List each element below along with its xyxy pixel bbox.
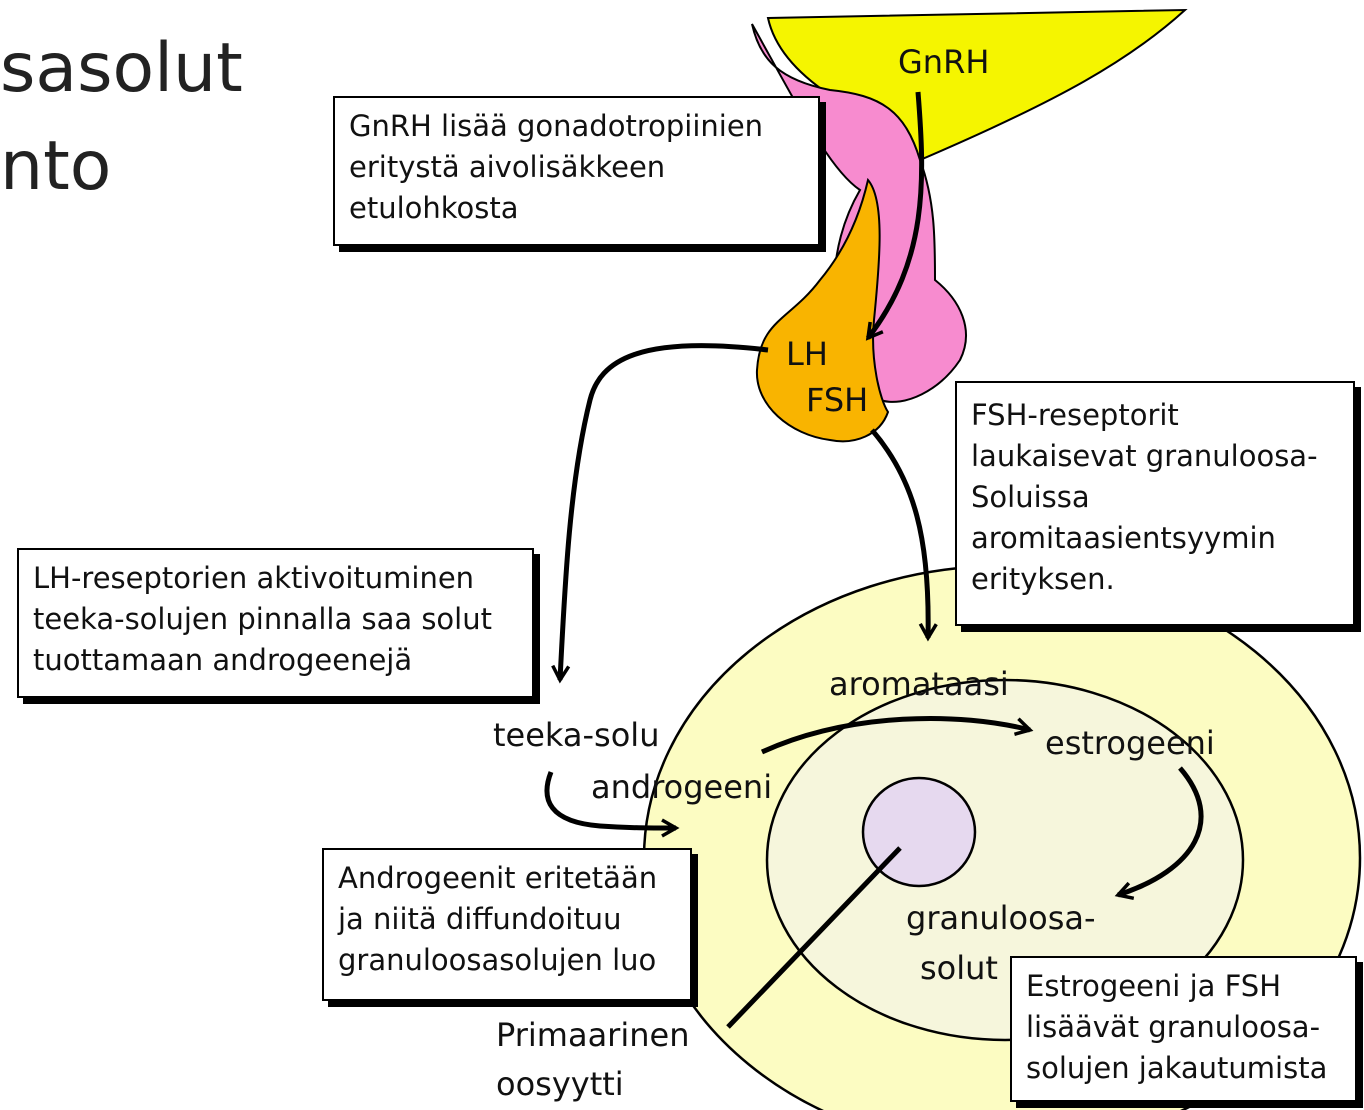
label-fsh: FSH bbox=[806, 382, 868, 418]
estrogen-info-box: Estrogeeni ja FSH lisäävät granuloosa- s… bbox=[1010, 956, 1357, 1102]
estrogen-box-line: solujen jakautumista bbox=[1026, 1048, 1341, 1089]
label-oocyte-2: oosyytti bbox=[496, 1066, 624, 1102]
title-line-2: nto bbox=[0, 128, 111, 206]
androgen-box-line: Androgeenit eritetään bbox=[338, 858, 676, 899]
lh-box-line: tuottamaan androgeenejä bbox=[33, 640, 518, 681]
gnrh-box-line: eritystä aivolisäkkeen bbox=[349, 147, 804, 188]
label-teeka-solu: teeka-solu bbox=[493, 717, 659, 753]
fsh-box-line: aromitaasientsyymin bbox=[971, 518, 1339, 559]
fsh-box-line: erityksen. bbox=[971, 559, 1339, 600]
lh-box-line: LH-reseptorien aktivoituminen bbox=[33, 558, 518, 599]
label-granuloosa-1: granuloosa- bbox=[906, 900, 1096, 936]
androgen-box-line: ja niitä diffundoituu bbox=[338, 899, 676, 940]
gnrh-box-line: etulohkosta bbox=[349, 188, 804, 229]
androgen-box-line: granuloosasolujen luo bbox=[338, 940, 676, 981]
fsh-box-line: laukaisevat granuloosa- bbox=[971, 436, 1339, 477]
lh-arrow bbox=[560, 346, 768, 680]
fsh-box-line: Soluissa bbox=[971, 477, 1339, 518]
lh-info-box: LH-reseptorien aktivoituminen teeka-solu… bbox=[17, 548, 534, 698]
estrogen-box-line: Estrogeeni ja FSH bbox=[1026, 966, 1341, 1007]
gnrh-box-line: GnRH lisää gonadotropiinien bbox=[349, 106, 804, 147]
fsh-box-line: FSH-reseptorit bbox=[971, 395, 1339, 436]
estrogen-box-line: lisäävät granuloosa- bbox=[1026, 1007, 1341, 1048]
label-androgeeni: androgeeni bbox=[591, 769, 772, 805]
label-aromataasi: aromataasi bbox=[829, 666, 1009, 702]
androgen-info-box: Androgeenit eritetään ja niitä diffundoi… bbox=[322, 848, 692, 1001]
label-estrogeeni: estrogeeni bbox=[1045, 725, 1215, 761]
lh-box-line: teeka-solujen pinnalla saa solut bbox=[33, 599, 518, 640]
label-gnrh: GnRH bbox=[898, 44, 989, 80]
fsh-info-box: FSH-reseptorit laukaisevat granuloosa- S… bbox=[955, 381, 1355, 626]
gnrh-info-box: GnRH lisää gonadotropiinien eritystä aiv… bbox=[333, 96, 820, 246]
label-granuloosa-2: solut bbox=[920, 950, 998, 986]
title-line-1: sasolut bbox=[0, 30, 243, 108]
label-lh: LH bbox=[786, 336, 828, 372]
label-oocyte-1: Primaarinen bbox=[496, 1017, 689, 1053]
